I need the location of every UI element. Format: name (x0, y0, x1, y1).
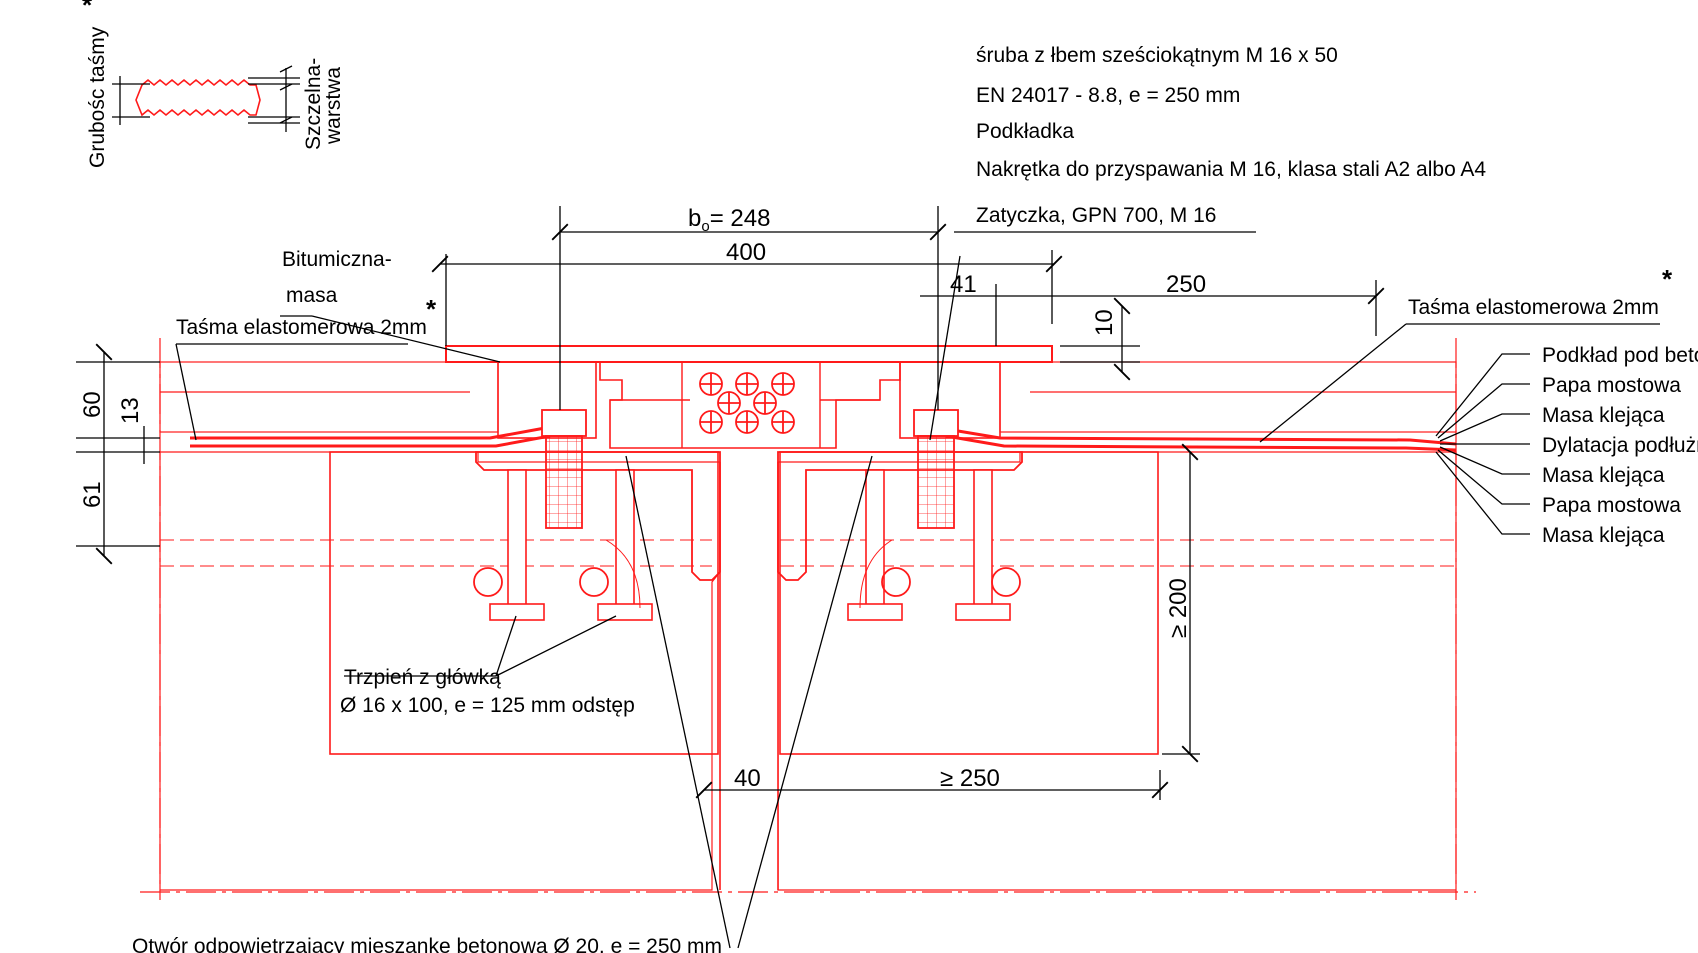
concrete-right (777, 451, 1457, 891)
surface-right (999, 361, 1457, 433)
legend-sealing-label-1: Szczelna- (302, 58, 325, 150)
callout-stud-1: Trzpień z główką (344, 666, 501, 689)
callout-standard: EN 24017 - 8.8, e = 250 mm (976, 84, 1240, 107)
studs (489, 469, 1011, 621)
bolts (541, 409, 959, 529)
tape-zigzag-icon (135, 78, 261, 117)
callout-tape-left: Taśma elastomerowa 2mm (176, 316, 427, 339)
callout-bitumen-2: masa (286, 284, 338, 307)
dimension-labels: bo= 248 400 41 250 10 60 13 61 ≥ 200 40 … (79, 205, 1206, 792)
angle-left (475, 451, 721, 581)
legend-thickness-label: Grubośc taśmy (86, 26, 109, 168)
dim-250b: ≥ 250 (940, 765, 1000, 792)
callout-plug: Zatyczka, GPN 700, M 16 (976, 204, 1216, 227)
dim-10: 10 (1091, 309, 1118, 336)
dim-400: 400 (726, 239, 766, 266)
dim-60: 60 (79, 391, 106, 418)
dim-250: 250 (1166, 271, 1206, 298)
anchor-circles (699, 372, 795, 434)
callout-nut: Nakrętka do przyspawania M 16, klasa sta… (976, 158, 1486, 181)
layer-label: Podkład pod betonu (1542, 344, 1698, 367)
dim-13: 13 (117, 397, 144, 424)
dim-b0: bo= 248 (688, 205, 770, 235)
dim-61: 61 (79, 481, 106, 508)
dim-40: 40 (734, 765, 761, 792)
legend: Grubośc taśmy Szczelna- warstwa * (82, 0, 345, 168)
callout-bitumen-1: Bitumiczna- (282, 248, 392, 271)
concrete-body (140, 338, 1476, 900)
layer-label: Masa klejąca (1542, 404, 1665, 427)
surface-left (159, 361, 499, 433)
callout-washer: Podkładka (976, 120, 1074, 143)
callout-tape-right: Taśma elastomerowa 2mm (1408, 296, 1659, 319)
callout-stud-2: Ø 16 x 100, e = 125 mm odstęp (340, 694, 635, 717)
layer-label: Masa klejąca (1542, 464, 1665, 487)
sealing-profile (599, 361, 901, 449)
layer-labels: Podkład pod betonu Papa mostowa Masa kle… (1542, 344, 1698, 547)
rebars (473, 539, 1021, 609)
callout-labels: śruba z łbem sześciokątnym M 16 x 50 EN … (132, 44, 1673, 953)
dimension-lines (76, 206, 1660, 949)
joint-gap (720, 462, 778, 890)
cover-plate (445, 345, 1053, 363)
callout-bolt: śruba z łbem sześciokątnym M 16 x 50 (976, 44, 1338, 67)
layer-label: Masa klejąca (1542, 524, 1665, 547)
layer-label: Papa mostowa (1542, 494, 1681, 517)
callout-vent-hole: Otwór odpowietrzający mieszankę betonową… (132, 935, 722, 953)
dim-41: 41 (950, 271, 977, 298)
legend-star: * (82, 0, 93, 20)
callout-star-right: * (1662, 264, 1673, 294)
legend-sealing-label-2: warstwa (322, 67, 345, 145)
angle-right (777, 451, 1023, 581)
layer-label: Papa mostowa (1542, 374, 1681, 397)
steel-profile (445, 345, 1053, 621)
callout-star-left: * (426, 294, 437, 324)
block-right (779, 451, 1159, 755)
layer-label: Dylatacja podłużna (1542, 434, 1698, 457)
dim-200: ≥ 200 (1165, 578, 1192, 638)
